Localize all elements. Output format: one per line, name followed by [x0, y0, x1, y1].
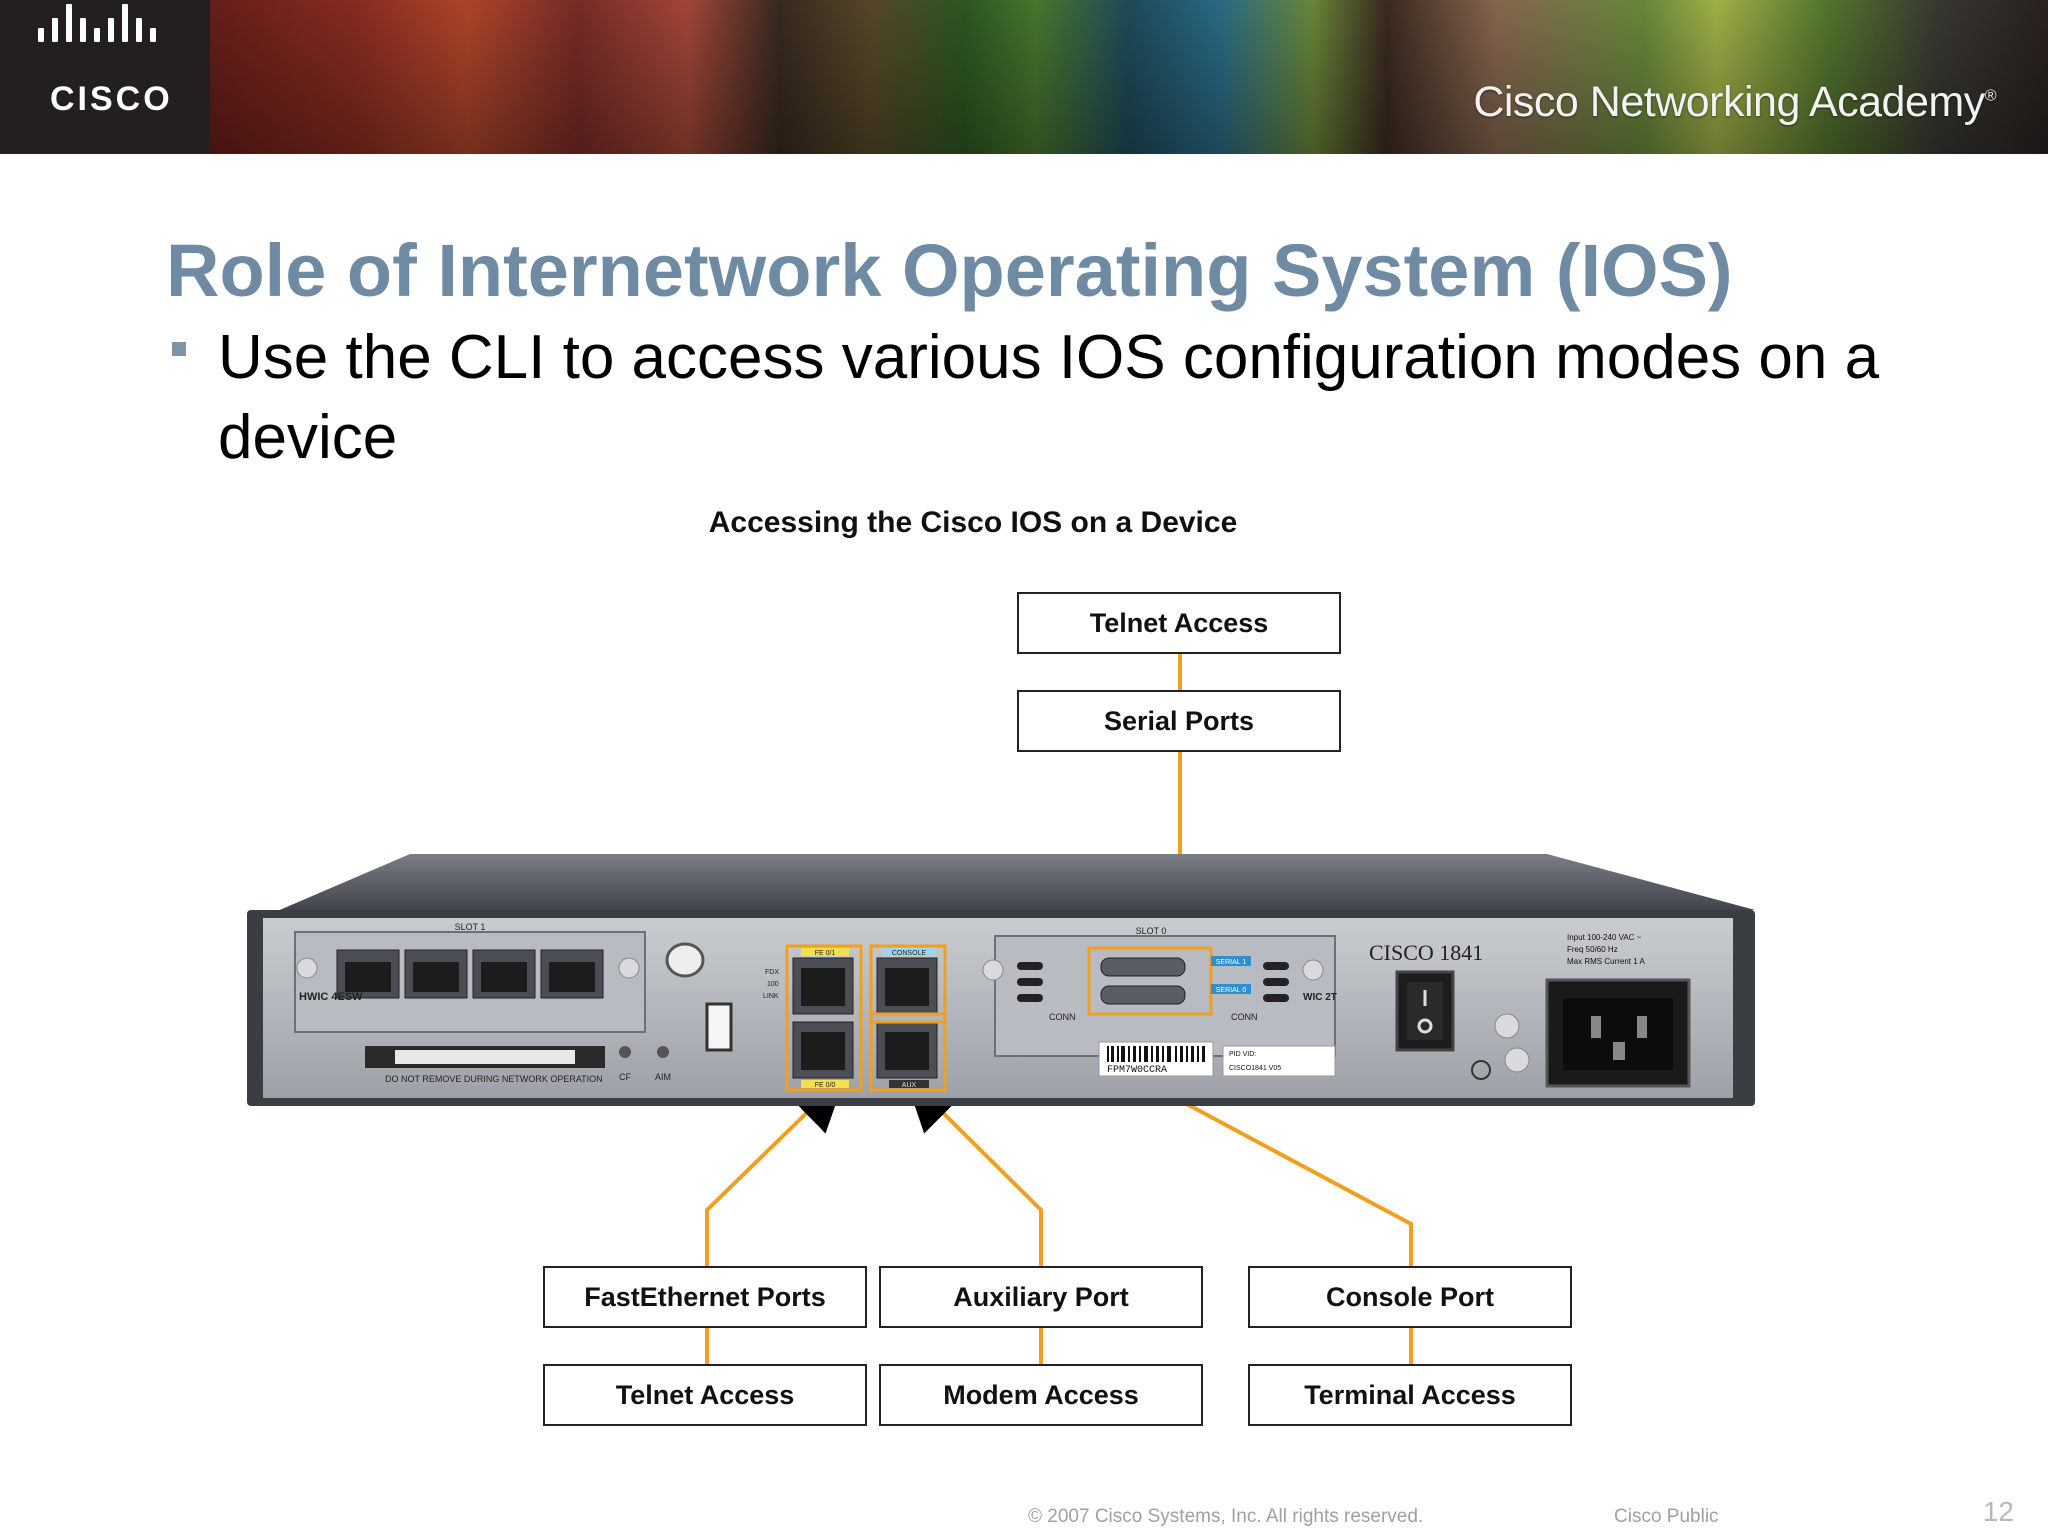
banner-shade: [210, 0, 2048, 154]
power-current: Max RMS Current 1 A: [1567, 957, 1645, 966]
ground-screw-bottom: [1504, 1047, 1530, 1073]
usb-port: [705, 1002, 733, 1052]
bullet-marker: [172, 342, 186, 356]
line-fastethernet: [705, 1074, 847, 1266]
hwic-screw-left: [296, 957, 318, 979]
conn-label-left: CONN: [1049, 1012, 1076, 1022]
router-top-panel: [275, 854, 1755, 912]
power-rating: Input 100-240 VAC ~: [1567, 933, 1642, 942]
cf-led: [619, 1046, 631, 1058]
fe01-label: FE 0/1: [815, 950, 836, 957]
wic-screw-right: [1302, 959, 1324, 981]
slide-title: Role of Internetwork Operating System (I…: [166, 229, 1733, 312]
pid-value: CISCO1841 V05: [1229, 1065, 1281, 1072]
label-serial-ports: Serial Ports: [1017, 690, 1341, 752]
figure-title: Accessing the Cisco IOS on a Device: [708, 506, 1238, 539]
cisco-wordmark: CISCO: [50, 80, 173, 118]
slot1-label: SLOT 1: [455, 922, 486, 932]
serial-highlight: [1087, 946, 1213, 1016]
label-auxiliary-port: Auxiliary Port: [879, 1266, 1203, 1328]
pid-label: PID VID:: [1229, 1051, 1256, 1058]
hwic-ports: [336, 949, 604, 999]
label-modem-access: Modem Access: [879, 1364, 1203, 1426]
pid-sticker: [1222, 1045, 1336, 1077]
fe00-tag: [801, 1080, 849, 1088]
aux-label: AUX: [902, 1082, 917, 1089]
conn-label-right: CONN: [1231, 1012, 1258, 1022]
label-fastethernet-ports: FastEthernet Ports: [543, 1266, 867, 1328]
academy-mark: ®: [1984, 87, 1997, 105]
hwic-screw-right: [618, 957, 640, 979]
aux-tag: [889, 1080, 929, 1088]
copyright: © 2007 Cisco Systems, Inc. All rights re…: [1028, 1506, 1424, 1527]
line-auxiliary: [904, 1074, 1043, 1266]
label-console-port: Console Port: [1248, 1266, 1572, 1328]
aim-label: AIM: [655, 1072, 671, 1082]
slot0-label: SLOT 0: [1136, 926, 1167, 936]
console-highlight: [869, 944, 947, 1024]
cf-label: CF: [619, 1072, 631, 1082]
serial-port-0: [1100, 985, 1186, 1005]
label-terminal-access: Terminal Access: [1248, 1364, 1572, 1426]
fdx-label-top: FDX: [765, 969, 779, 976]
aux-highlight: [869, 1012, 947, 1092]
wic-label: WIC 2T: [1303, 992, 1337, 1003]
label-telnet-access-top: Telnet Access: [1017, 592, 1341, 654]
page-number: 12: [1982, 1496, 2014, 1527]
banner-photo-strip: [210, 0, 2048, 154]
fe00-label: FE 0/0: [815, 1082, 836, 1089]
serial1-tag: [1211, 956, 1251, 966]
cisco-logo[interactable]: CISCO: [0, 0, 210, 154]
fe01-tag: [801, 948, 849, 956]
ground-symbol: [1471, 1060, 1491, 1080]
header-banner: CISCO Cisco Networking Academy®: [0, 0, 2048, 154]
wic-screw-left: [982, 959, 1004, 981]
serial0-label: SERIAL 0: [1216, 987, 1247, 994]
power-freq: Freq 50/60 Hz: [1567, 945, 1618, 954]
fe-highlight: [785, 944, 863, 1092]
academy-label-text: Cisco Networking Academy: [1473, 78, 1985, 126]
console-tag: [883, 948, 935, 956]
serial-number: FPM7W0CCRA: [1107, 1065, 1167, 1076]
hwic-label: HWIC 4ESW: [299, 991, 363, 1003]
wic-vents-right: [1263, 962, 1289, 1002]
bullet-text: Use the CLI to access various IOS config…: [218, 323, 1880, 472]
aim-led: [657, 1046, 669, 1058]
model-label: CISCO 1841: [1369, 940, 1483, 965]
academy-label: Cisco Networking Academy®: [1473, 78, 1996, 127]
serial0-tag: [1211, 984, 1251, 994]
lock-slot: [665, 942, 705, 978]
compact-flash-card: [395, 1050, 575, 1064]
barcode: [1107, 1046, 1205, 1062]
speed-label-top: 100: [767, 981, 779, 988]
router-illustration: SLOT 1 HWIC 4ESW DO NOT REMOVE DURING NE…: [247, 854, 1755, 1106]
serial1-label: SERIAL 1: [1216, 959, 1247, 966]
do-not-remove-label: DO NOT REMOVE DURING NETWORK OPERATION: [385, 1074, 603, 1084]
wic-vents-left: [1017, 962, 1043, 1002]
classification: Cisco Public: [1614, 1506, 1719, 1527]
serial-port-1: [1100, 957, 1186, 977]
console-label: CONSOLE: [892, 950, 927, 957]
link-label-top: LINK: [763, 993, 779, 1000]
label-telnet-access-bottom: Telnet Access: [543, 1364, 867, 1426]
ground-screw-top: [1494, 1013, 1520, 1039]
